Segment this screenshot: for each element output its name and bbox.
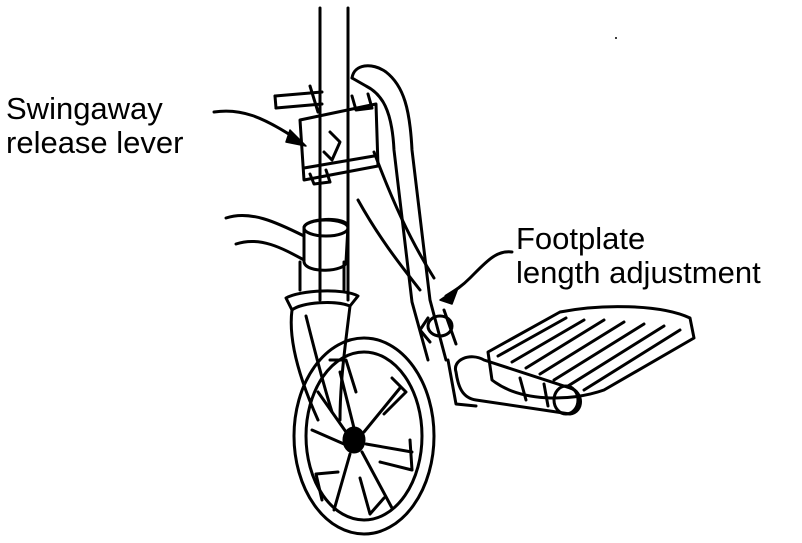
footplate-label-line2: length adjustment [516, 255, 761, 290]
footplate-label-line1: Footplate [516, 221, 646, 256]
swingaway-label-line1: Swingaway [6, 91, 163, 126]
swingaway-label-line2: release lever [6, 125, 184, 160]
caster-wheel [292, 336, 436, 536]
caster-fork [224, 213, 360, 422]
speck [615, 37, 617, 39]
swingaway-release-lever-label: Swingaway release lever [6, 92, 183, 160]
hanger-arm [350, 64, 448, 362]
footplate-length-adjustment-label: Footplate length adjustment [516, 222, 761, 290]
footplate-adjustment-knob [418, 308, 458, 346]
swingaway-leader-line [212, 109, 307, 147]
footplate-leader-line [439, 250, 514, 305]
footplate [446, 305, 696, 416]
